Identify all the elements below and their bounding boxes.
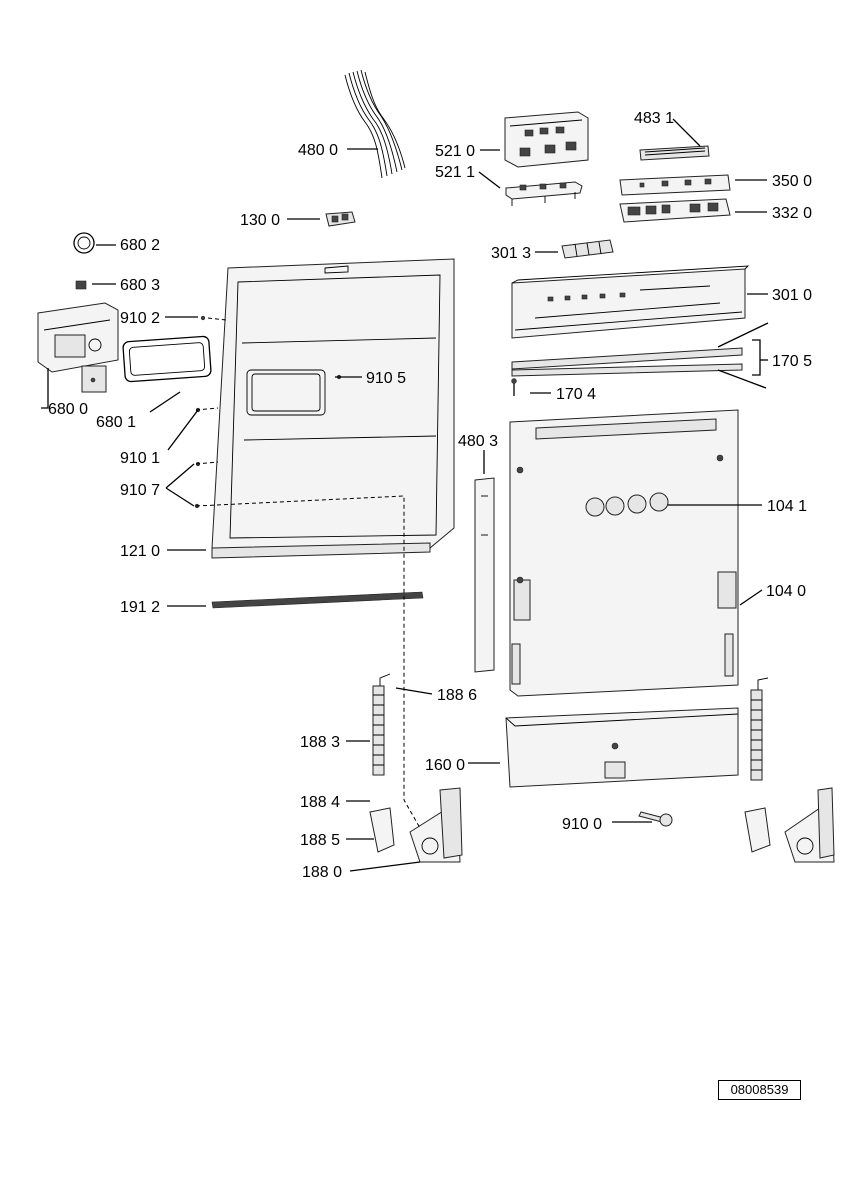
- dispenser-gasket-part: [122, 335, 212, 383]
- label-104-1: 104 1: [767, 498, 807, 515]
- label-160-0: 160 0: [425, 757, 465, 774]
- label-521-0: 521 0: [435, 143, 475, 160]
- label-910-1: 910 1: [120, 450, 160, 467]
- control-panel-part: [511, 265, 750, 339]
- button-set-part: [561, 239, 614, 259]
- label-301-3: 301 3: [491, 245, 531, 262]
- label-188-6: 188 6: [437, 687, 477, 704]
- label-170-5: 170 5: [772, 353, 812, 370]
- callout-leader-lines: [41, 118, 768, 872]
- label-680-0: 680 0: [48, 401, 88, 418]
- dispenser-seal-ring-part: [73, 232, 95, 254]
- display-board-part: [619, 174, 731, 196]
- label-910-7: 910 7: [120, 482, 160, 499]
- hinge-left-part: [369, 787, 463, 863]
- label-480-0: 480 0: [298, 142, 338, 159]
- label-130-0: 130 0: [240, 212, 280, 229]
- label-910-5: 910 5: [366, 370, 406, 387]
- label-104-0: 104 0: [766, 583, 806, 600]
- hinge-spring-right-part: [750, 677, 769, 781]
- label-121-0: 121 0: [120, 543, 160, 560]
- label-910-2: 910 2: [120, 310, 160, 327]
- part-number-labels: 480 0 521 0 521 1 483 1 350 0 332 0 130 …: [48, 110, 812, 881]
- detergent-dispenser-part: [37, 302, 119, 393]
- label-680-2: 680 2: [120, 237, 160, 254]
- label-910-0: 910 0: [562, 816, 602, 833]
- label-480-3: 480 3: [458, 433, 498, 450]
- label-191-2: 191 2: [120, 599, 160, 616]
- label-680-1: 680 1: [96, 414, 136, 431]
- label-521-1: 521 1: [435, 164, 475, 181]
- label-170-4: 170 4: [556, 386, 596, 403]
- label-188-4: 188 4: [300, 794, 340, 811]
- door-lock-part: [325, 211, 356, 227]
- label-350-0: 350 0: [772, 173, 812, 190]
- screw-part: [511, 378, 517, 396]
- mounting-screw-part: [638, 811, 673, 827]
- main-control-module-part: [504, 111, 589, 168]
- label-332-0: 332 0: [772, 205, 812, 222]
- label-483-1: 483 1: [634, 110, 674, 127]
- label-301-0: 301 0: [772, 287, 812, 304]
- control-board-part: [619, 198, 731, 223]
- door-seal-strip-part: [211, 591, 424, 609]
- label-680-3: 680 3: [120, 277, 160, 294]
- label-188-5: 188 5: [300, 832, 340, 849]
- side-cable-channel-part: [474, 477, 495, 673]
- hinge-right-part: [744, 787, 835, 863]
- door-bottom-bracket-part: [505, 707, 739, 788]
- ribbon-cable-part: [639, 145, 710, 161]
- dispenser-cap-part: [75, 280, 87, 290]
- trim-strip-part: [511, 322, 769, 389]
- module-bracket-part: [505, 181, 583, 206]
- label-188-0: 188 0: [302, 864, 342, 881]
- hinge-spring-left-part: [372, 673, 391, 776]
- control-knobs-part: [585, 492, 669, 517]
- outer-door-panel-part: [509, 409, 739, 697]
- screw-indicator-lines: [195, 317, 421, 829]
- wiring-harness-part: [344, 69, 406, 179]
- document-code-box: 08008539: [718, 1080, 801, 1100]
- inner-door-panel-part: [211, 258, 455, 559]
- label-188-3: 188 3: [300, 734, 340, 751]
